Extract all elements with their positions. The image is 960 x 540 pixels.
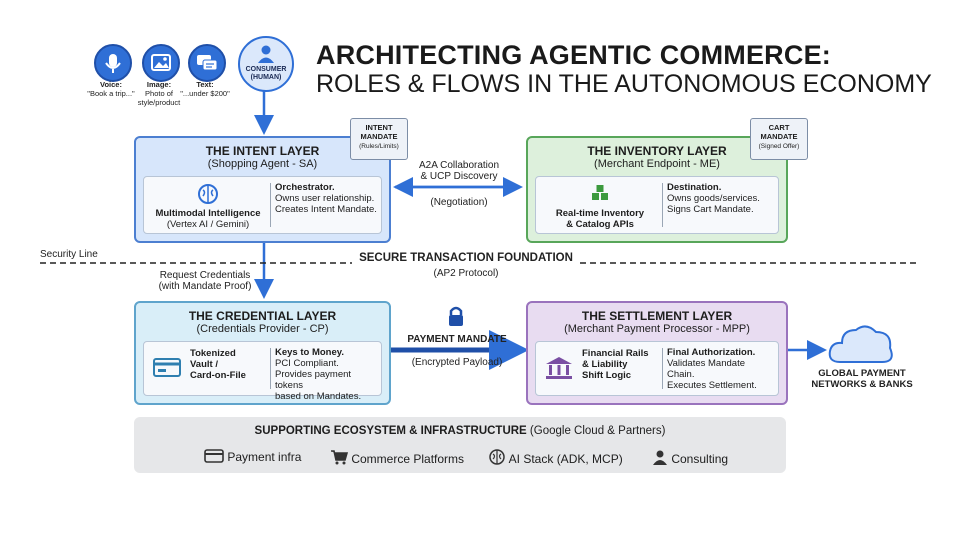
ecosystem-item-ai-stack: AI Stack (ADK, MCP) bbox=[488, 449, 623, 466]
inventory-right: Destination. Owns goods/services. Signs … bbox=[667, 182, 760, 215]
intent-left: Multimodal Intelligence (Vertex AI / Gem… bbox=[148, 183, 268, 230]
brain-icon bbox=[198, 184, 218, 204]
settlement-layer-subtitle: (Merchant Payment Processor - MPP) bbox=[564, 323, 750, 335]
ap2-protocol-label: (AP2 Protocol) bbox=[433, 268, 499, 279]
intent-detail-panel: Multimodal Intelligence (Vertex AI / Gem… bbox=[143, 176, 382, 234]
credential-layer: THE CREDENTIAL LAYER (Credentials Provid… bbox=[134, 301, 391, 405]
settlement-layer: THE SETTLEMENT LAYER (Merchant Payment P… bbox=[526, 301, 788, 405]
inventory-left: Real-time Inventory & Catalog APIs bbox=[540, 183, 660, 230]
person-icon bbox=[653, 450, 667, 465]
ecosystem-panel: SUPPORTING ECOSYSTEM & INFRASTRUCTURE (G… bbox=[134, 417, 786, 473]
title-line-1: ARCHITECTING AGENTIC COMMERCE: bbox=[316, 40, 831, 70]
lock-icon bbox=[446, 305, 466, 332]
bank-icon bbox=[546, 357, 572, 379]
ecosystem-item-payment-infra: Payment infra bbox=[204, 449, 301, 464]
intent-layer-subtitle: (Shopping Agent - SA) bbox=[207, 158, 318, 170]
ecosystem-item-commerce: Commerce Platforms bbox=[330, 449, 464, 466]
inventory-layer-subtitle: (Merchant Endpoint - ME) bbox=[594, 158, 720, 170]
global-networks-label: GLOBAL PAYMENT NETWORKS & BANKS bbox=[811, 368, 913, 390]
image-input-caption: Image:Photo of style/product bbox=[137, 80, 181, 107]
negotiation-label: (Negotiation) bbox=[430, 197, 488, 208]
inventory-layer-title: THE INVENTORY LAYER bbox=[587, 144, 727, 158]
encrypted-payload-label: (Encrypted Payload) bbox=[411, 357, 503, 368]
ecosystem-title: SUPPORTING ECOSYSTEM & INFRASTRUCTURE (G… bbox=[254, 425, 666, 437]
text-input-caption: Text:"...under $200" bbox=[180, 80, 230, 98]
request-credentials-label: Request Credentials (with Mandate Proof) bbox=[158, 270, 252, 292]
voice-input-caption: Voice:"Book a trip..." bbox=[87, 80, 135, 98]
boxes-icon bbox=[592, 185, 608, 200]
credential-layer-subtitle: (Credentials Provider - CP) bbox=[196, 323, 329, 335]
title-line-2: ROLES & FLOWS IN THE AUTONOMOUS ECONOMY bbox=[316, 70, 932, 98]
consumer-node: CONSUMER (HUMAN) bbox=[238, 36, 294, 92]
credential-layer-title: THE CREDENTIAL LAYER bbox=[188, 309, 337, 323]
intent-layer: THE INTENT LAYER (Shopping Agent - SA) M… bbox=[134, 136, 391, 243]
microphone-icon bbox=[94, 44, 132, 82]
cart-icon bbox=[331, 450, 349, 465]
intent-right: Orchestrator. Owns user relationship. Cr… bbox=[275, 182, 377, 215]
security-line-label: Security Line bbox=[40, 249, 98, 260]
person-icon bbox=[258, 45, 274, 63]
chat-icon bbox=[188, 44, 226, 82]
cloud-icon bbox=[826, 318, 896, 371]
ecosystem-item-consulting: Consulting bbox=[652, 449, 728, 466]
card-icon bbox=[153, 358, 181, 377]
settlement-detail-panel: Financial Rails & Liability Shift Logic … bbox=[535, 341, 779, 396]
intent-layer-title: THE INTENT LAYER bbox=[205, 144, 320, 158]
intent-mandate-document: INTENT MANDATE (Rules/Limits) bbox=[350, 118, 408, 160]
credential-left: Tokenized Vault / Card-on-File bbox=[148, 348, 268, 381]
credential-detail-panel: Tokenized Vault / Card-on-File Keys to M… bbox=[143, 341, 382, 402]
image-icon bbox=[142, 44, 180, 82]
settlement-layer-title: THE SETTLEMENT LAYER bbox=[581, 309, 733, 323]
credential-right: Keys to Money. PCI Compliant. Provides p… bbox=[275, 347, 362, 402]
a2a-label: A2A Collaboration & UCP Discovery bbox=[418, 160, 500, 182]
settlement-left: Financial Rails & Liability Shift Logic bbox=[540, 348, 660, 381]
settlement-right: Final Authorization. Validates Mandate C… bbox=[667, 347, 757, 391]
card-icon bbox=[204, 449, 224, 463]
inventory-detail-panel: Real-time Inventory & Catalog APIs Desti… bbox=[535, 176, 779, 234]
cart-mandate-document: CART MANDATE (Signed Offer) bbox=[750, 118, 808, 160]
brain-icon bbox=[489, 449, 505, 465]
secure-foundation-title: SECURE TRANSACTION FOUNDATION bbox=[359, 252, 573, 264]
inventory-layer: THE INVENTORY LAYER (Merchant Endpoint -… bbox=[526, 136, 788, 243]
payment-mandate-label: PAYMENT MANDATE bbox=[407, 334, 507, 345]
